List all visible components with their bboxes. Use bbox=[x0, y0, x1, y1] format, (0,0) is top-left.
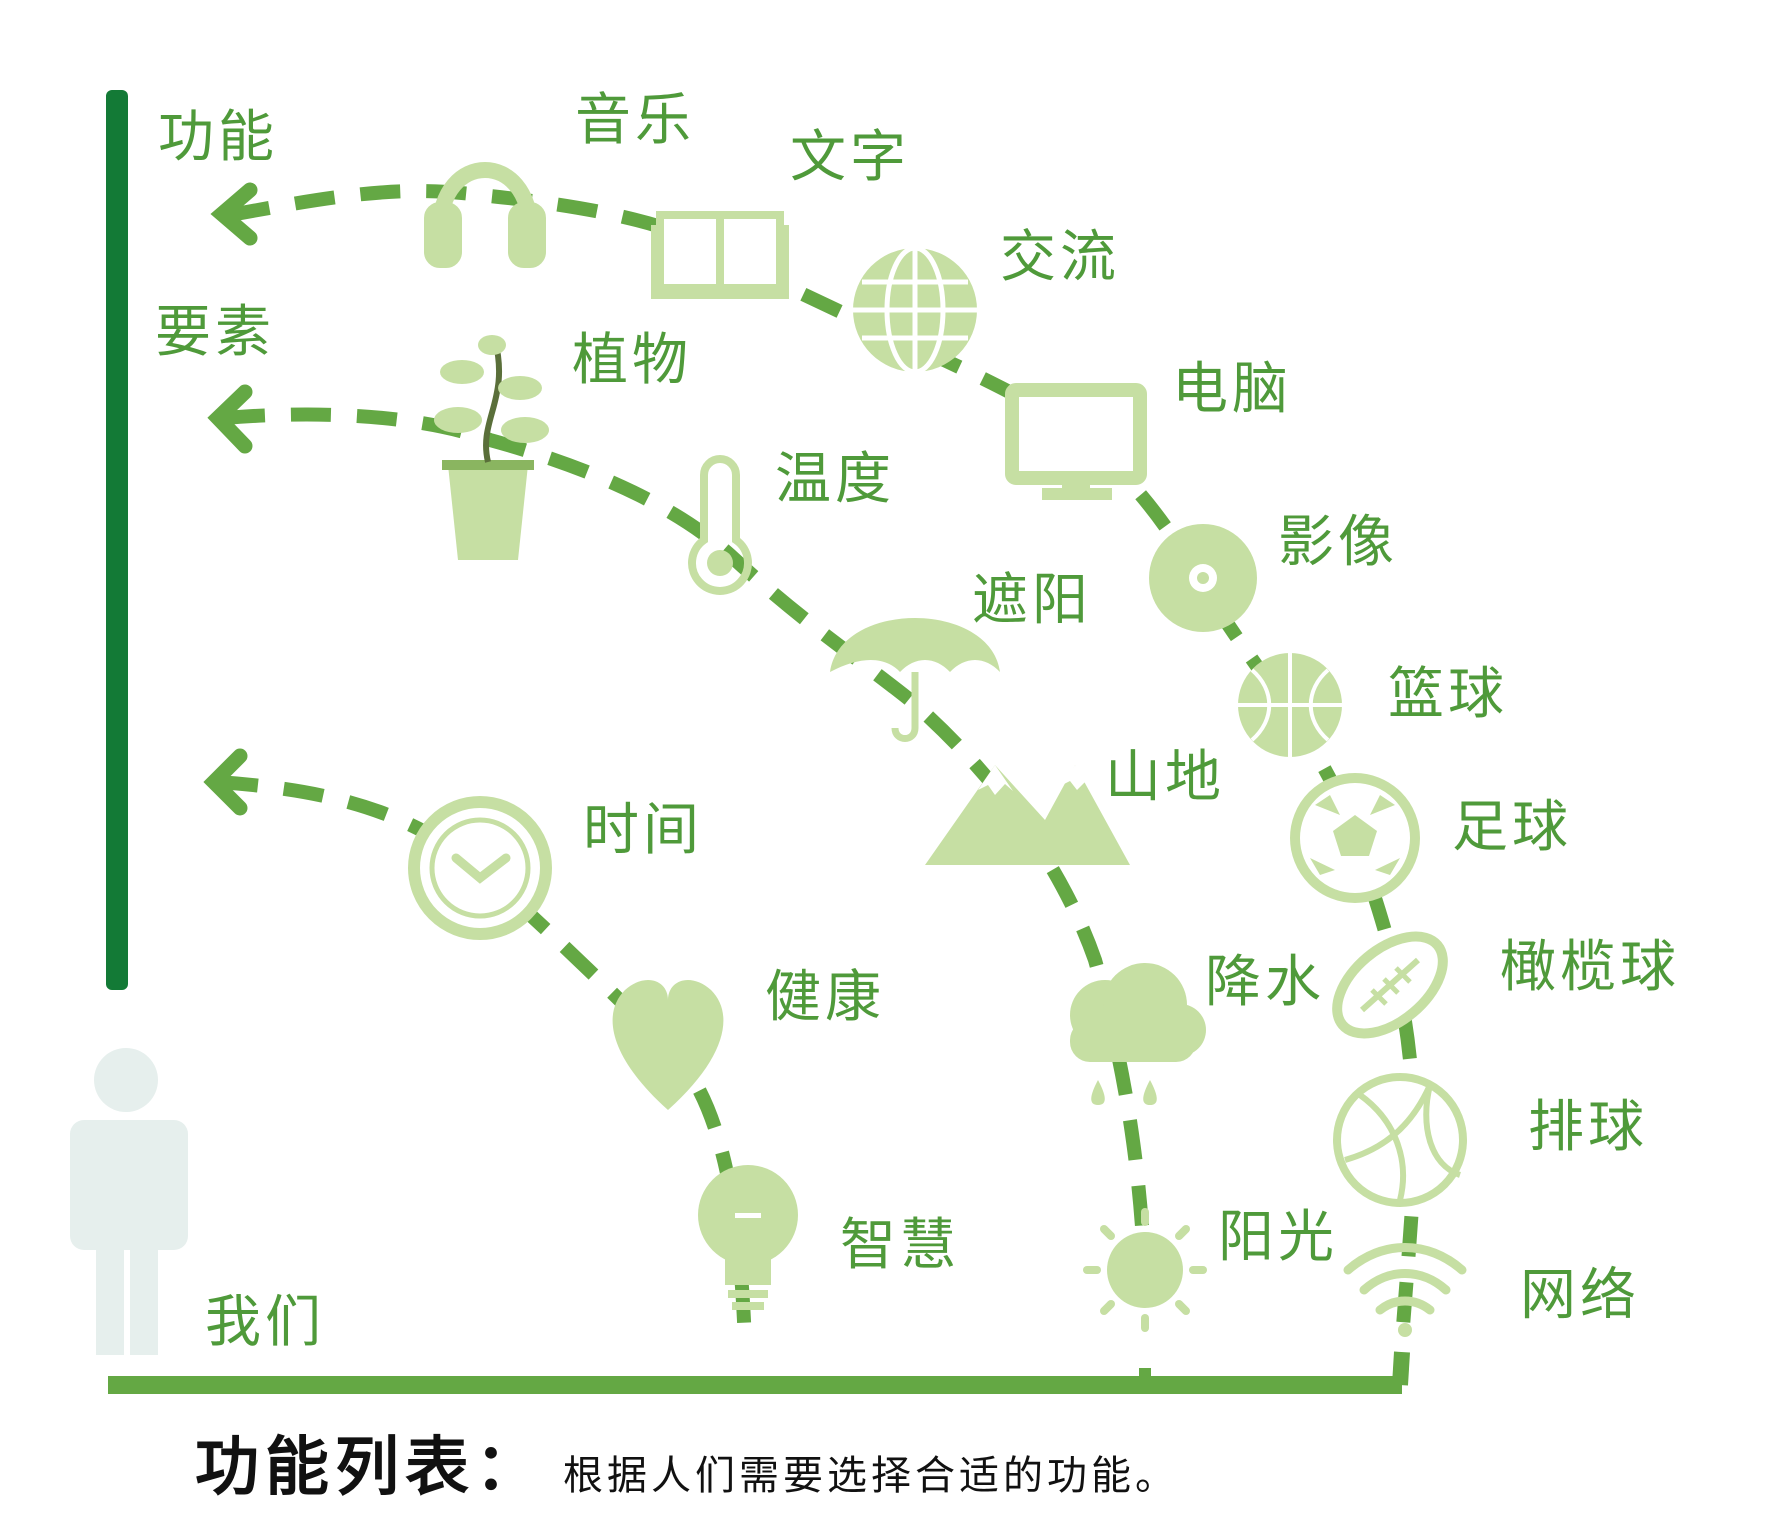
arrow-left-icon bbox=[207, 384, 253, 454]
node-label-text: 文字 bbox=[790, 125, 910, 190]
arrow-left-icon bbox=[203, 748, 248, 816]
node-label-mountain: 山地 bbox=[1105, 745, 1225, 810]
footer-title: 功能列表： bbox=[195, 1431, 545, 1505]
volleyball-icon bbox=[1333, 1073, 1467, 1207]
arrow-left-icon bbox=[210, 182, 258, 246]
umbrella-icon bbox=[830, 618, 1000, 742]
node-label-health: 健康 bbox=[765, 965, 885, 1030]
sun-icon bbox=[1083, 1208, 1207, 1332]
mountain-icon bbox=[925, 765, 1130, 865]
headphones-icon bbox=[424, 162, 546, 268]
vertical-axis bbox=[106, 90, 128, 990]
node-label-comm: 交流 bbox=[1000, 225, 1120, 290]
node-label-rain: 降水 bbox=[1205, 950, 1325, 1015]
disc-icon bbox=[1149, 524, 1257, 632]
node-label-music: 音乐 bbox=[575, 88, 695, 153]
node-label-basketball: 篮球 bbox=[1388, 662, 1508, 727]
node-label-volleyball: 排球 bbox=[1528, 1095, 1648, 1160]
baseline bbox=[108, 1351, 1410, 1394]
node-label-plant: 植物 bbox=[572, 328, 692, 393]
footer-caption: 功能列表： 根据人们需要选择合适的功能。 bbox=[195, 1416, 1179, 1508]
category-label-element: 要素 bbox=[155, 300, 275, 365]
potted-plant-icon bbox=[434, 335, 549, 560]
rugby-ball-icon bbox=[1332, 931, 1448, 1039]
heart-icon bbox=[612, 979, 724, 1110]
basketball-icon bbox=[1238, 653, 1342, 757]
globe-icon bbox=[853, 245, 977, 375]
category-label-function: 功能 bbox=[158, 105, 278, 170]
footer-description: 根据人们需要选择合适的功能。 bbox=[563, 1453, 1179, 1499]
node-label-sunlight: 阳光 bbox=[1218, 1205, 1338, 1270]
node-label-time: 时间 bbox=[583, 798, 703, 863]
node-label-shade: 遮阳 bbox=[972, 568, 1092, 633]
thermometer-icon bbox=[688, 455, 752, 595]
soccer-ball-icon bbox=[1290, 773, 1420, 903]
node-label-rugby: 橄榄球 bbox=[1500, 935, 1680, 1000]
node-label-network: 网络 bbox=[1520, 1263, 1640, 1328]
lightbulb-icon bbox=[698, 1165, 798, 1310]
person-label: 我们 bbox=[205, 1290, 325, 1355]
function-path bbox=[228, 184, 1422, 1341]
wifi-icon bbox=[1343, 1243, 1467, 1337]
daily-path bbox=[217, 775, 752, 1346]
book-icon bbox=[651, 211, 789, 299]
node-label-video: 影像 bbox=[1278, 510, 1398, 575]
node-label-football: 足球 bbox=[1452, 795, 1572, 860]
node-label-temperature: 温度 bbox=[775, 447, 895, 512]
clock-icon bbox=[408, 796, 552, 940]
node-label-wisdom: 智慧 bbox=[840, 1213, 960, 1278]
rain-cloud-icon bbox=[1070, 963, 1206, 1105]
monitor-icon bbox=[1005, 383, 1147, 500]
person-icon bbox=[70, 1048, 188, 1355]
node-label-computer: 电脑 bbox=[1172, 357, 1292, 422]
